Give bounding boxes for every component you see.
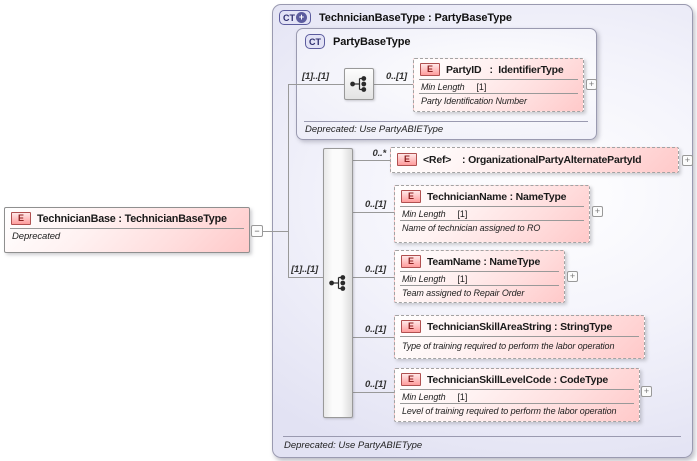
cardinality-label: 0..*: [372, 148, 387, 159]
expand-icon[interactable]: +: [567, 271, 578, 282]
element-technicianskillareastring[interactable]: E TechnicianSkillAreaString : StringType…: [394, 315, 645, 359]
complextype-derived-icon: CT+: [279, 10, 311, 25]
element-header: E PartyID : IdentifierType: [414, 59, 583, 78]
divider: [419, 93, 578, 94]
divider: [400, 206, 584, 207]
divider: [400, 285, 559, 286]
element-title: TechnicianSkillAreaString : StringType: [427, 320, 613, 333]
container-footer-annotation: Deprecated: Use PartyABIEType: [284, 440, 423, 451]
connector-line: [288, 277, 323, 278]
cardinality-label: 0..[1]: [365, 379, 386, 390]
expand-icon[interactable]: +: [682, 155, 693, 166]
element-title: TechnicianName : NameType: [427, 190, 567, 203]
sequence-icon: [350, 76, 367, 92]
element-icon: E: [401, 190, 421, 203]
facet-row: Min Length [1]: [395, 391, 639, 402]
element-technicianskilllevelcode[interactable]: E TechnicianSkillLevelCode : CodeType Mi…: [394, 368, 640, 422]
element-header: E TechnicianName : NameType: [395, 186, 589, 205]
element-partyid[interactable]: E PartyID : IdentifierType Min Length [1]…: [413, 58, 584, 112]
element-description: Level of training required to perform th…: [402, 406, 617, 416]
cardinality-label: 0..[1]: [386, 71, 407, 82]
footer-separator: [304, 121, 588, 122]
expand-icon[interactable]: +: [592, 206, 603, 217]
element-icon: E: [401, 255, 421, 268]
derivation-plus-icon: +: [296, 12, 307, 23]
element-icon: E: [11, 212, 31, 225]
connector-line: [288, 84, 344, 85]
connector-line: [374, 84, 413, 85]
connector-line: [353, 277, 394, 278]
element-annotation: Deprecated: [12, 231, 61, 242]
element-teamname[interactable]: E TeamName : NameType Min Length [1] Team…: [394, 250, 565, 303]
element-description: Name of technician assigned to RO: [402, 223, 541, 233]
element-header: E TechnicianBase : TechnicianBaseType: [5, 208, 249, 227]
element-title: TeamName : NameType: [427, 255, 541, 268]
connector-line: [353, 392, 394, 393]
facet-label: Min Length: [402, 392, 446, 402]
sequence-compositor-box[interactable]: [344, 68, 374, 100]
divider: [419, 79, 578, 80]
divider: [400, 271, 559, 272]
facet-label: Min Length: [421, 82, 465, 92]
facet-row: Min Length [1]: [414, 81, 583, 92]
element-title: <Ref> : OrganizationalPartyAlternatePart…: [423, 153, 642, 166]
element-title: TechnicianBase : TechnicianBaseType: [37, 212, 227, 225]
container-header: CT PartyBaseType: [305, 34, 410, 49]
facet-label: Min Length: [402, 209, 446, 219]
facet-value: [1]: [476, 82, 487, 92]
element-ref[interactable]: E <Ref> : OrganizationalPartyAlternatePa…: [390, 147, 679, 173]
divider: [400, 220, 584, 221]
sequence-compositor-bar[interactable]: [323, 148, 353, 418]
element-description: Type of training required to perform the…: [402, 341, 615, 351]
element-description: Team assigned to Repair Order: [402, 288, 525, 298]
cardinality-label: [1]..[1]: [302, 71, 329, 82]
complextype-icon: CT: [305, 34, 325, 49]
footer-separator: [283, 436, 681, 437]
element-description: Party Identification Number: [421, 96, 527, 106]
cardinality-label: 0..[1]: [365, 264, 386, 275]
facet-row: Min Length [1]: [395, 273, 564, 284]
element-icon: E: [397, 153, 417, 166]
element-header: E TechnicianSkillLevelCode : CodeType: [395, 369, 639, 388]
facet-value: [1]: [457, 209, 468, 219]
connector-trunk-line: [288, 84, 289, 277]
facet-label: Min Length: [402, 274, 446, 284]
element-icon: E: [420, 63, 440, 76]
container-title: PartyBaseType: [333, 35, 411, 48]
expand-icon[interactable]: +: [641, 386, 652, 397]
element-icon: E: [401, 373, 421, 386]
cardinality-label: [1]..[1]: [291, 264, 318, 275]
container-title: TechnicianBaseType : PartyBaseType: [319, 11, 512, 24]
expand-icon[interactable]: +: [586, 79, 597, 90]
connector-line: [263, 231, 288, 232]
connector-line: [353, 337, 394, 338]
divider: [400, 389, 634, 390]
cardinality-label: 0..[1]: [365, 324, 386, 335]
element-header: E <Ref> : OrganizationalPartyAlternatePa…: [391, 148, 678, 168]
facet-value: [1]: [457, 392, 468, 402]
element-icon: E: [401, 320, 421, 333]
connector-line: [353, 212, 394, 213]
element-technicianname[interactable]: E TechnicianName : NameType Min Length [1…: [394, 185, 590, 243]
element-title: PartyID : IdentifierType: [446, 63, 564, 76]
container-header: CT+ TechnicianBaseType : PartyBaseType: [279, 10, 512, 25]
element-title: TechnicianSkillLevelCode : CodeType: [427, 373, 609, 386]
divider: [400, 336, 639, 337]
element-header: E TechnicianSkillAreaString : StringType: [395, 316, 644, 335]
sequence-icon: [329, 275, 346, 291]
divider: [10, 228, 244, 229]
facet-value: [1]: [457, 274, 468, 284]
element-technicianbase[interactable]: E TechnicianBase : TechnicianBaseType De…: [4, 207, 250, 253]
element-header: E TeamName : NameType: [395, 251, 564, 270]
container-footer-annotation: Deprecated: Use PartyABIEType: [305, 124, 444, 135]
connector-line: [353, 160, 390, 161]
facet-row: Min Length [1]: [395, 208, 589, 219]
cardinality-label: 0..[1]: [365, 199, 386, 210]
collapse-icon[interactable]: −: [251, 225, 263, 237]
divider: [400, 403, 634, 404]
